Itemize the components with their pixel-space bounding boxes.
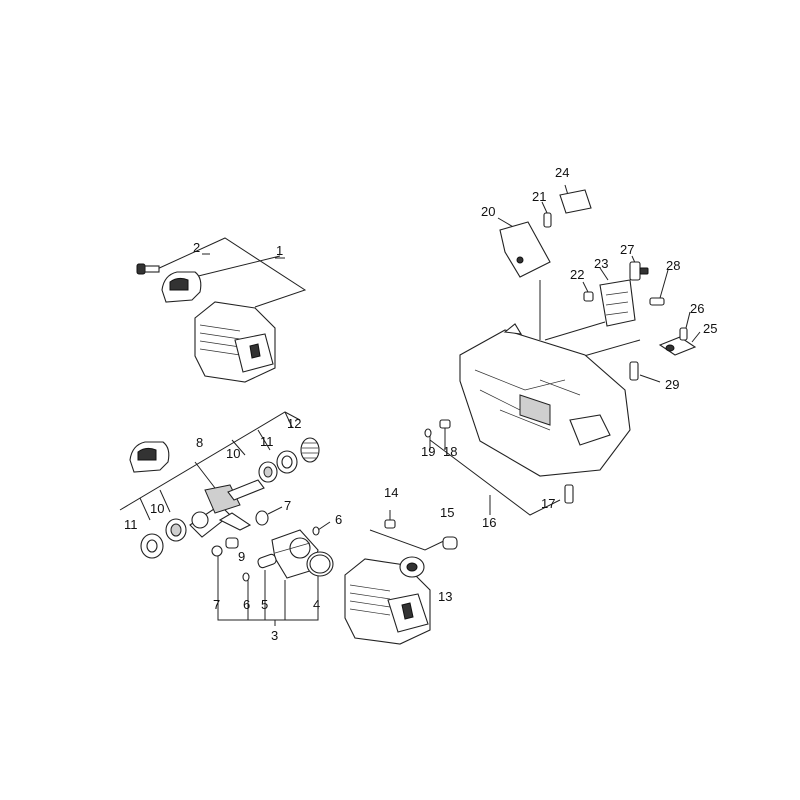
callout-17: 17 [541, 496, 555, 511]
bearing-part-10-top [258, 461, 278, 483]
callout-6-bottom: 6 [243, 597, 250, 612]
pin-part-18 [439, 419, 451, 429]
callout-labels: 1 2 3 4 5 6 6 7 7 8 9 10 10 11 11 12 13 … [124, 165, 717, 643]
clip-part-6-bottom [242, 572, 250, 582]
label-part-24 [559, 189, 592, 214]
intake-boot-part-lower [129, 441, 170, 473]
cylinder-part-lower [344, 558, 431, 645]
nut-part-22 [583, 291, 594, 302]
callout-29: 29 [665, 377, 679, 392]
callout-28: 28 [666, 258, 680, 273]
intake-boot-part [161, 271, 202, 303]
callout-1: 1 [276, 243, 283, 258]
spring-part-12 [300, 437, 320, 463]
callout-3: 3 [271, 628, 278, 643]
decomp-part-13 [399, 556, 425, 578]
callout-25: 25 [703, 321, 717, 336]
callout-24: 24 [555, 165, 569, 180]
piston-ring-part-4 [306, 551, 334, 577]
callout-4: 4 [313, 597, 320, 612]
piston-part [271, 529, 319, 579]
bearing-part-11-top [276, 450, 298, 474]
screw-part-21 [543, 212, 552, 228]
callout-9: 9 [238, 549, 245, 564]
nut-part-14 [384, 519, 396, 529]
crankcase-part-16 [459, 323, 631, 477]
piston-pin-part-5 [257, 553, 277, 569]
bearing-part-10-bottom [165, 518, 187, 542]
callout-7-right: 7 [284, 498, 291, 513]
needle-bearing-part-9 [225, 537, 239, 549]
cap-part-15 [442, 536, 458, 550]
callout-26: 26 [690, 301, 704, 316]
callout-14: 14 [384, 485, 398, 500]
leader-lines [119, 184, 701, 626]
callout-12: 12 [287, 416, 301, 431]
callout-23: 23 [594, 256, 608, 271]
washer-part-7-bottom [211, 545, 223, 557]
callout-18: 18 [443, 444, 457, 459]
callout-10-bottom: 10 [150, 501, 164, 516]
callout-7-bottom: 7 [213, 597, 220, 612]
plate-part-20 [499, 221, 551, 278]
parts [129, 189, 697, 645]
callout-16: 16 [482, 515, 496, 530]
callout-6-right: 6 [335, 512, 342, 527]
screw-part-29 [629, 361, 639, 381]
callout-11-bottom: 11 [124, 517, 138, 532]
callout-5: 5 [261, 597, 268, 612]
callout-15: 15 [440, 505, 454, 520]
clip-part-6-top [312, 526, 320, 536]
callout-13: 13 [438, 589, 452, 604]
bolt-part-27 [629, 261, 649, 281]
callout-20: 20 [481, 204, 495, 219]
screw-part-17 [564, 484, 574, 504]
callout-19: 19 [421, 444, 435, 459]
bearing-part-11-bottom [140, 533, 164, 559]
callout-22: 22 [570, 267, 584, 282]
cylinder-part-1 [194, 301, 276, 383]
bolt-part-28 [649, 297, 665, 306]
dowel-part-19 [424, 428, 432, 438]
callout-10-top: 10 [226, 446, 240, 461]
callout-11-top: 11 [260, 434, 274, 449]
callout-8: 8 [196, 435, 203, 450]
washer-part-7-top [255, 510, 269, 526]
plate-part-23 [599, 279, 636, 327]
callout-2: 2 [193, 240, 200, 255]
callout-27: 27 [620, 242, 634, 257]
crankshaft-part-8 [189, 479, 265, 538]
screw-part-26 [679, 327, 688, 341]
lever-part-25 [658, 336, 697, 356]
callout-21: 21 [532, 189, 546, 204]
bolt-part-2 [136, 263, 160, 275]
